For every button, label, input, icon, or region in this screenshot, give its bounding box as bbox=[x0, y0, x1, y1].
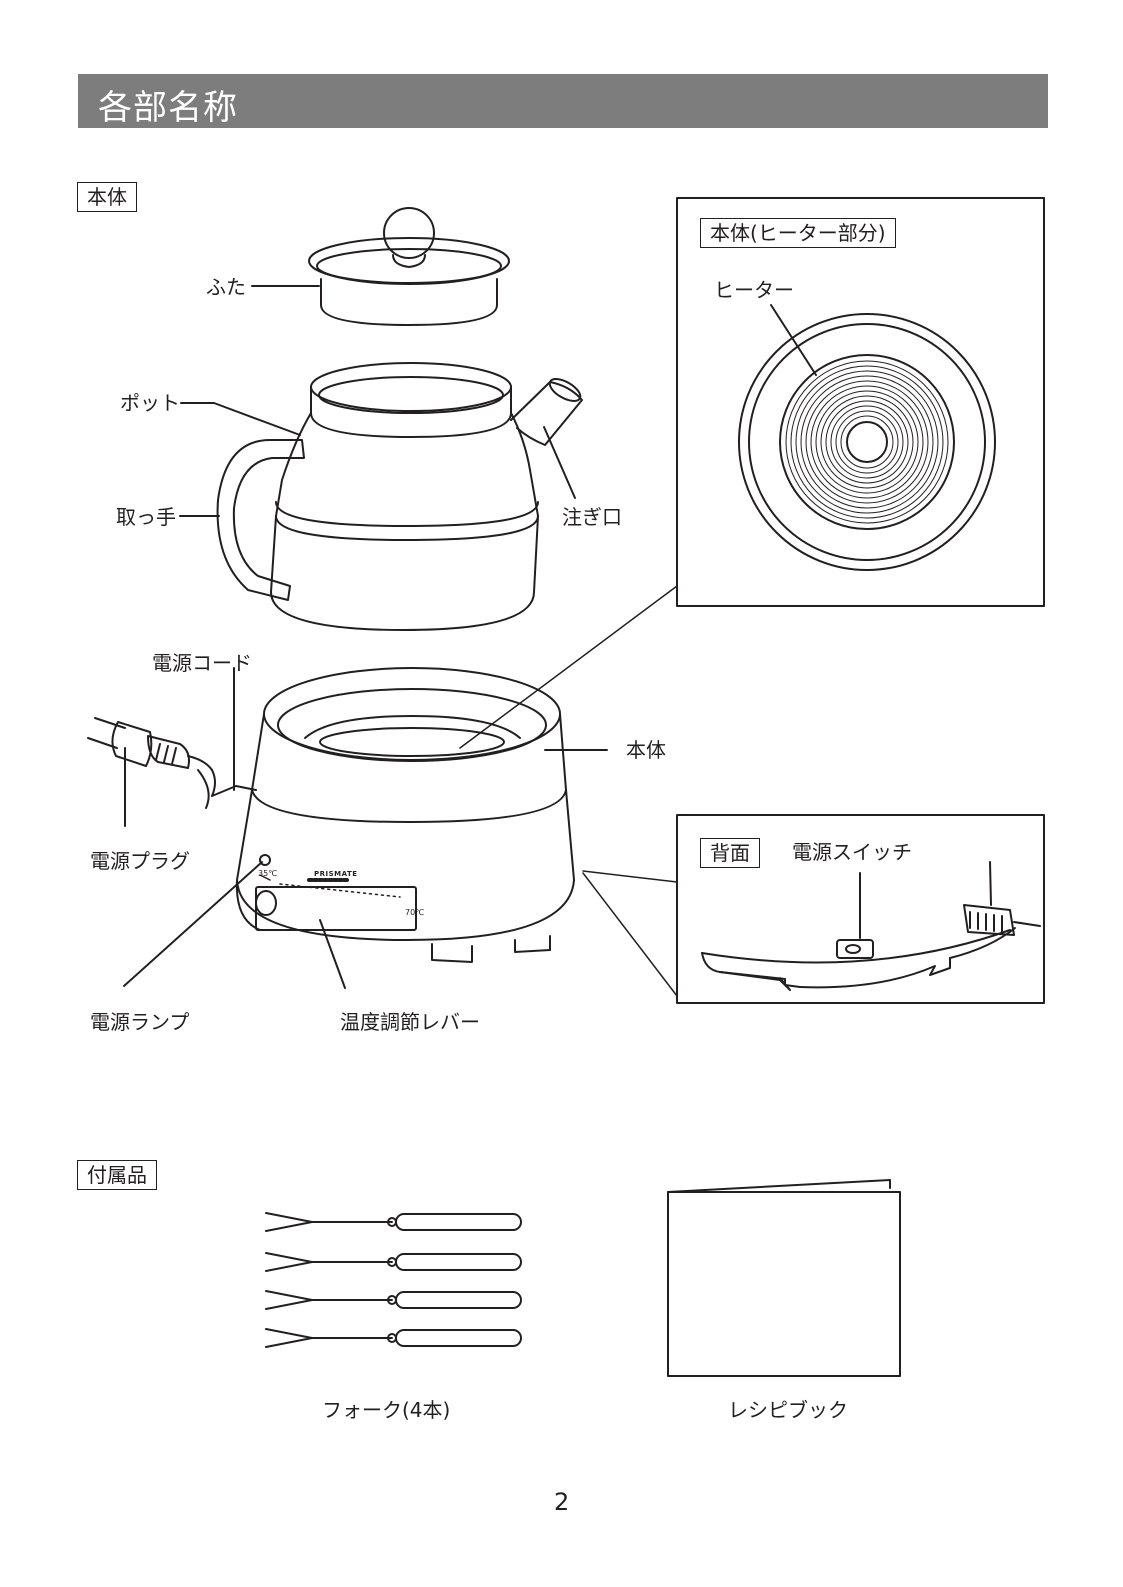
spout-label: 注ぎ口 bbox=[562, 505, 622, 529]
pot-illustration bbox=[218, 363, 584, 630]
plug-illustration bbox=[88, 718, 256, 808]
recipe-book-label: レシピブック bbox=[728, 1398, 848, 1422]
lid-illustration bbox=[309, 208, 509, 325]
scale-min-label: 35℃ bbox=[258, 870, 277, 878]
main-section-title: 本体 bbox=[77, 182, 137, 212]
power-lamp-label: 電源ランプ bbox=[90, 1010, 189, 1034]
pot-label: ポット bbox=[120, 391, 180, 415]
heater-inset-title: 本体(ヒーター部分) bbox=[700, 218, 896, 248]
base-illustration bbox=[237, 668, 574, 962]
leader-lines bbox=[124, 286, 607, 988]
accessories-title: 付属品 bbox=[77, 1160, 157, 1190]
handle-label: 取っ手 bbox=[116, 505, 176, 529]
page-number: 2 bbox=[554, 1488, 569, 1516]
scale-max-label: 70℃ bbox=[405, 909, 424, 917]
power-cord-label: 電源コード bbox=[152, 651, 252, 675]
body-label: 本体 bbox=[626, 738, 666, 762]
fork-label: フォーク(4本) bbox=[322, 1398, 450, 1422]
temperature-lever-label: 温度調節レバー bbox=[340, 1010, 480, 1034]
recipe-book-illustration bbox=[668, 1180, 900, 1376]
heater-label: ヒーター bbox=[714, 278, 794, 302]
power-switch-label: 電源スイッチ bbox=[792, 840, 912, 864]
forks-illustration bbox=[266, 1213, 521, 1347]
brand-logo: PRISMATE bbox=[314, 870, 358, 878]
power-plug-label: 電源プラグ bbox=[90, 849, 190, 873]
lid-label: ふた bbox=[206, 275, 246, 299]
back-inset-title: 背面 bbox=[700, 838, 760, 868]
